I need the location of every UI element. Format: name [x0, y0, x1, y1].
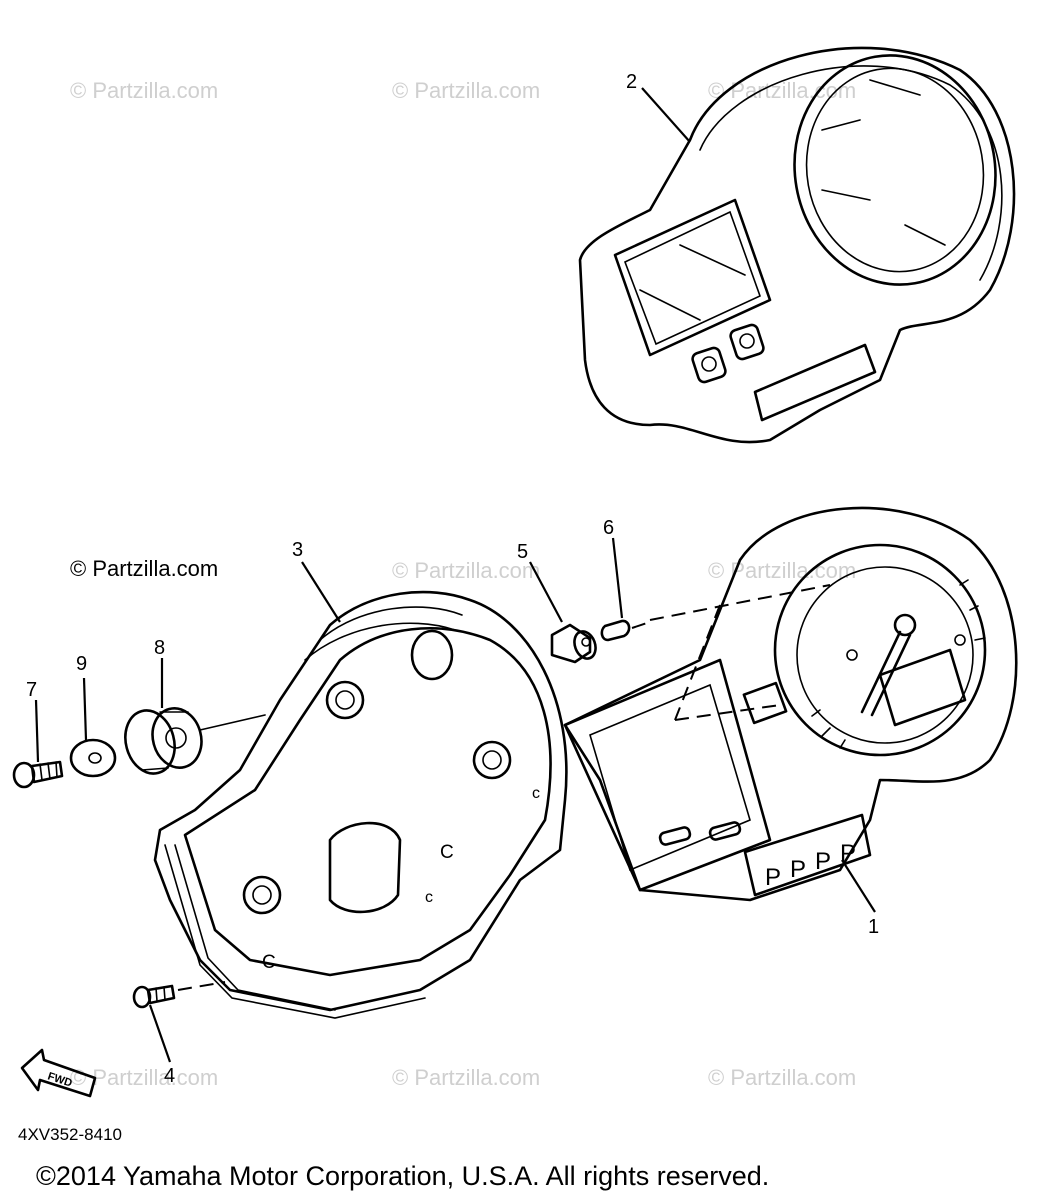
svg-text:P: P [765, 864, 781, 891]
callout-5: 5 [517, 541, 528, 563]
leader-line [641, 87, 691, 143]
callout-7: 7 [26, 679, 37, 701]
svg-text:C: C [440, 842, 454, 863]
svg-text:c: c [532, 785, 540, 802]
forward-arrow-icon: FWD [20, 1048, 97, 1098]
watermark-layer: © Partzilla.com © Partzilla.com © Partzi… [70, 78, 856, 1090]
leader-line [611, 537, 624, 619]
watermark: © Partzilla.com [392, 1065, 540, 1090]
watermark: © Partzilla.com [70, 78, 218, 103]
leader-line [34, 699, 40, 763]
watermark: © Partzilla.com [392, 558, 540, 583]
callout-3: 3 [292, 539, 303, 561]
watermark: © Partzilla.com [708, 1065, 856, 1090]
callout-9: 9 [76, 653, 87, 675]
washer-part[interactable] [69, 738, 117, 778]
callout-6: 6 [603, 517, 614, 539]
leader-line [301, 561, 341, 623]
meter-assembly-part[interactable]: P P P P [563, 506, 1018, 902]
watermark: © Partzilla.com [708, 558, 856, 583]
callout-2: 2 [626, 71, 637, 93]
grommet-part[interactable] [119, 703, 266, 779]
svg-text:C: C [262, 952, 276, 973]
callout-8: 8 [154, 637, 165, 659]
watermark: © Partzilla.com [392, 78, 540, 103]
bulb-part[interactable] [600, 619, 651, 642]
bulb-socket-part[interactable] [550, 623, 599, 664]
screw-part[interactable] [132, 981, 226, 1009]
copyright: ©2014 Yamaha Motor Corporation, U.S.A. A… [36, 1161, 769, 1191]
screw-part[interactable] [12, 760, 64, 789]
svg-text:P: P [790, 856, 806, 883]
watermark-prominent: © Partzilla.com [70, 556, 218, 581]
leader-line [82, 677, 88, 741]
callout-4: 4 [164, 1065, 175, 1087]
diagram-code: 4XV352-8410 [18, 1125, 122, 1144]
callout-1: 1 [868, 916, 879, 938]
meter-cover-part[interactable] [578, 39, 1016, 444]
leader-line [529, 561, 563, 623]
svg-text:P: P [840, 840, 856, 867]
leader-line [841, 859, 876, 913]
meter-case-part[interactable]: C C c c [153, 590, 568, 1019]
svg-text:P: P [815, 848, 831, 875]
svg-text:c: c [425, 889, 433, 906]
leader-line [148, 1004, 172, 1063]
watermark: © Partzilla.com [708, 78, 856, 103]
